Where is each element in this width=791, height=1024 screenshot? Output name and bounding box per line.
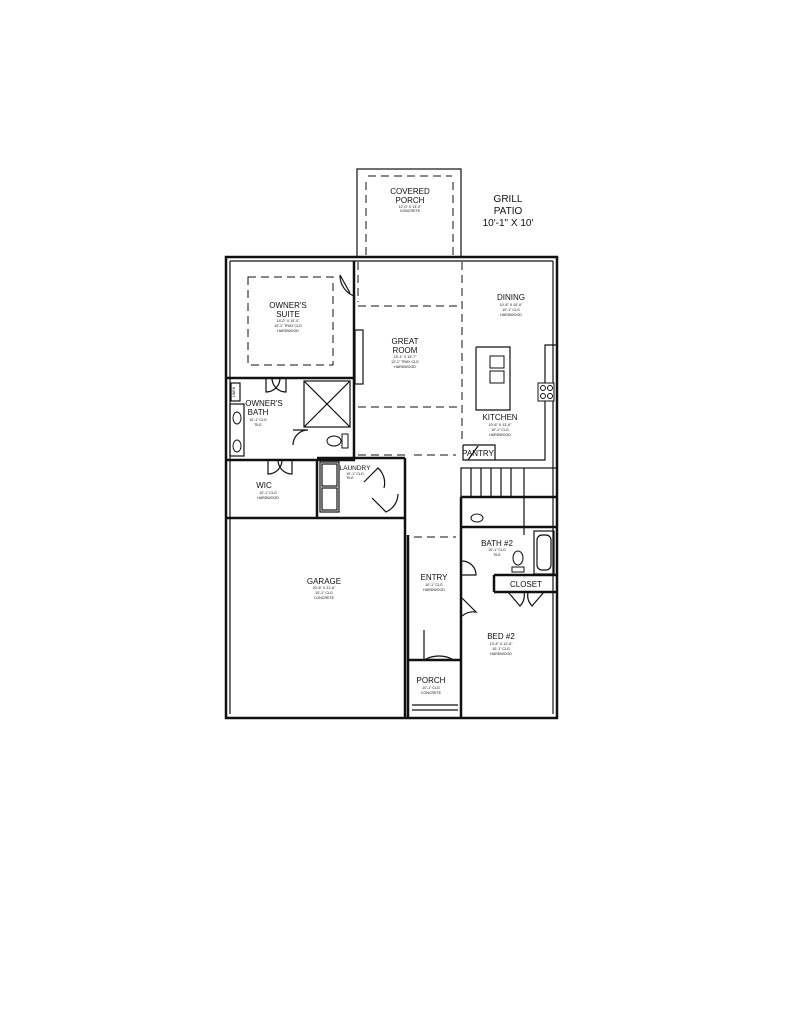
room-dim: 12'-0" X 13'-0" (399, 205, 422, 209)
room-laundry: LAUNDRY 10'-1" CLG TILE (340, 465, 372, 480)
room-dim: 10'-1" CLG (315, 591, 333, 595)
interior-walls (226, 261, 558, 718)
room-dim: 15'-1" X 19'-7" (394, 355, 417, 359)
room-name: WIC (256, 481, 272, 490)
covered-porch-area (356, 168, 462, 258)
exterior-walls (224, 255, 559, 720)
room-dim: TILE (254, 423, 262, 427)
room-name: KITCHEN (482, 413, 517, 422)
patio-line1: GRILL (494, 194, 523, 205)
room-linen-label: LINEN (232, 386, 236, 397)
room-name: DINING (497, 293, 525, 302)
room-name: BATH #2 (481, 539, 513, 548)
room-dim: 14'-0" X 15'-0" (277, 319, 300, 323)
room-dim: 10'-6" X 10'-6" (500, 303, 523, 307)
patio-line2: PATIO (494, 206, 523, 217)
room-dim: 10'-1" CLG (492, 647, 510, 651)
room-bed2: BED #2 13'-8" X 12'-6" 10'-1" CLG HARDWO… (487, 632, 515, 656)
door-swings (265, 274, 545, 662)
room-dim: 10'-1" CLG (346, 472, 364, 476)
room-entry: ENTRY 10'-1" CLG HARDWOOD (421, 573, 449, 592)
owners-bath-fixtures (229, 380, 351, 457)
room-name: ROOM (393, 346, 418, 355)
room-bath2: BATH #2 10'-1" CLG TILE (481, 539, 513, 557)
room-dim: 10'-1" CLG (259, 491, 277, 495)
room-pantry-label: PANTRY (462, 449, 494, 458)
room-dim: 12'-1" TRAY CLG (391, 360, 419, 364)
room-dim: 13'-8" X 12'-6" (490, 642, 513, 646)
room-dim: 10'-1" TRAY CLG (274, 324, 302, 328)
grill-patio-label: GRILL PATIO 10'-1" X 10' (483, 194, 534, 229)
room-name: BATH (248, 408, 269, 417)
room-covered-porch: COVERED PORCH 12'-0" X 13'-0" CONCRETE (390, 187, 430, 213)
room-name: LAUNDRY (340, 465, 372, 472)
ceiling-lines (247, 262, 463, 538)
patio-size: 10'-1" X 10' (483, 218, 534, 229)
room-name: ENTRY (421, 573, 449, 582)
room-dim: TILE (493, 553, 501, 557)
room-dim: 10'-1" CLG (249, 418, 267, 422)
room-dim: 10'-1" CLG (425, 583, 443, 587)
room-name: COVERED (390, 187, 430, 196)
room-name: OWNER'S (269, 301, 307, 310)
room-dim: 10'-1" CLG (502, 308, 520, 312)
front-porch (412, 704, 458, 711)
room-dim: HARDWOOD (500, 313, 522, 317)
room-porch: PORCH 10'-1" CLG CONCRETE (417, 676, 446, 695)
room-name: GREAT (392, 337, 419, 346)
room-dining: DINING 10'-6" X 10'-6" 10'-1" CLG HARDWO… (497, 293, 525, 317)
room-dim: HARDWOOD (490, 652, 512, 656)
room-name: SUITE (276, 310, 300, 319)
room-kitchen: KITCHEN 10'-6" X 13'-6" 10'-1" CLG HARDW… (482, 413, 517, 437)
fireplace (354, 329, 364, 385)
laundry-fixtures (319, 461, 340, 513)
room-wic: WIC 10'-1" CLG HARDWOOD (256, 481, 279, 500)
room-dim: 10'-1" CLG (491, 428, 509, 432)
room-dim: 20'-8" X 21'-6" (313, 586, 336, 590)
room-owners-suite: OWNER'S SUITE 14'-0" X 15'-0" 10'-1" TRA… (269, 301, 307, 333)
room-dim: HARDWOOD (277, 329, 299, 333)
room-garage: GARAGE 20'-8" X 21'-6" 10'-1" CLG CONCRE… (307, 577, 341, 600)
room-name: BED #2 (487, 632, 515, 641)
room-owners-bath: OWNER'S BATH 10'-1" CLG TILE (245, 399, 283, 427)
room-great-room: GREAT ROOM 15'-1" X 19'-7" 12'-1" TRAY C… (391, 337, 419, 369)
room-name: OWNER'S (245, 399, 283, 408)
room-dim: HARDWOOD (394, 365, 416, 369)
room-name: GARAGE (307, 577, 341, 586)
room-dim: 10'-1" CLG (422, 686, 440, 690)
room-dim: CONCRETE (400, 209, 421, 213)
room-dim: 10'-1" CLG (488, 548, 506, 552)
room-dim: CONCRETE (314, 596, 335, 600)
room-dim: CONCRETE (421, 691, 442, 695)
room-dim: HARDWOOD (257, 496, 279, 500)
room-dim: HARDWOOD (489, 433, 511, 437)
room-dim: 10'-6" X 13'-6" (489, 423, 512, 427)
room-name: PORCH (417, 676, 446, 685)
room-dim: HARDWOOD (423, 588, 445, 592)
room-closet-label: CLOSET (510, 580, 542, 589)
room-name: PORCH (396, 196, 425, 205)
bath2-fixtures (470, 513, 555, 575)
room-dim: TILE (346, 476, 354, 480)
